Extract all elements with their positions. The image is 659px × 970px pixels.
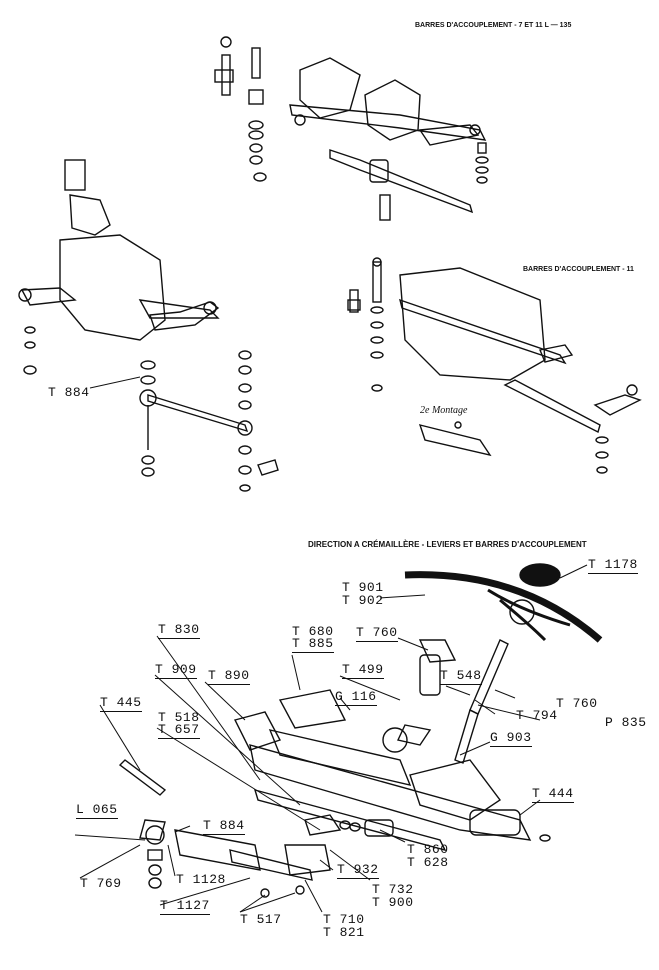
label-t710: T 710 — [323, 912, 365, 927]
label-t885: T 885 — [292, 636, 334, 653]
label-t1178: T 1178 — [588, 557, 638, 574]
label-t902: T 902 — [342, 593, 384, 608]
label-l065: L 065 — [76, 802, 118, 819]
page-header-top: BARRES D'ACCOUPLEMENT - 7 ET 11 L — 135 — [415, 22, 572, 29]
label-t1127: T 1127 — [160, 898, 210, 915]
label-t518: T 518 — [158, 710, 200, 725]
label-t830: T 830 — [158, 622, 200, 639]
label-t760a: T 760 — [356, 625, 398, 642]
front-axle-assembly-right — [347, 257, 642, 474]
label-t860: T 860 — [407, 842, 449, 857]
label-t628: T 628 — [407, 855, 449, 870]
label-t548: T 548 — [440, 668, 482, 685]
front-axle-assembly-left — [18, 159, 279, 492]
label-t884-top: T 884 — [48, 385, 90, 400]
label-t769: T 769 — [80, 876, 122, 891]
label-t680: T 680 — [292, 624, 334, 639]
label-t901: T 901 — [342, 580, 384, 595]
label-t517: T 517 — [240, 912, 282, 927]
front-axle-assembly-top — [214, 36, 489, 221]
label-t794: T 794 — [516, 708, 558, 723]
rack-exploded-view — [118, 563, 603, 898]
leader-lines — [74, 376, 588, 913]
montage-annotation: 2e Montage — [420, 405, 468, 416]
label-t732: T 732 — [372, 882, 414, 897]
label-g903: G 903 — [490, 730, 532, 747]
label-t444: T 444 — [532, 786, 574, 803]
section-title: DIRECTION A CRÉMAILLÈRE - LEVIERS ET BAR… — [308, 540, 587, 549]
label-t884: T 884 — [203, 818, 245, 835]
label-t445: T 445 — [100, 695, 142, 712]
label-t932: T 932 — [337, 862, 379, 879]
label-p835: P 835 — [605, 715, 647, 730]
label-t890: T 890 — [208, 668, 250, 685]
label-t760b: T 760 — [556, 696, 598, 711]
label-t657: T 657 — [158, 722, 200, 739]
label-t909: T 909 — [155, 662, 197, 679]
label-t1128: T 1128 — [176, 872, 226, 887]
page-header-mid: BARRES D'ACCOUPLEMENT - 11 — [523, 266, 634, 273]
label-t499: T 499 — [342, 662, 384, 679]
label-t821: T 821 — [323, 925, 365, 940]
label-t900: T 900 — [372, 895, 414, 910]
label-g116: G 116 — [335, 689, 377, 706]
